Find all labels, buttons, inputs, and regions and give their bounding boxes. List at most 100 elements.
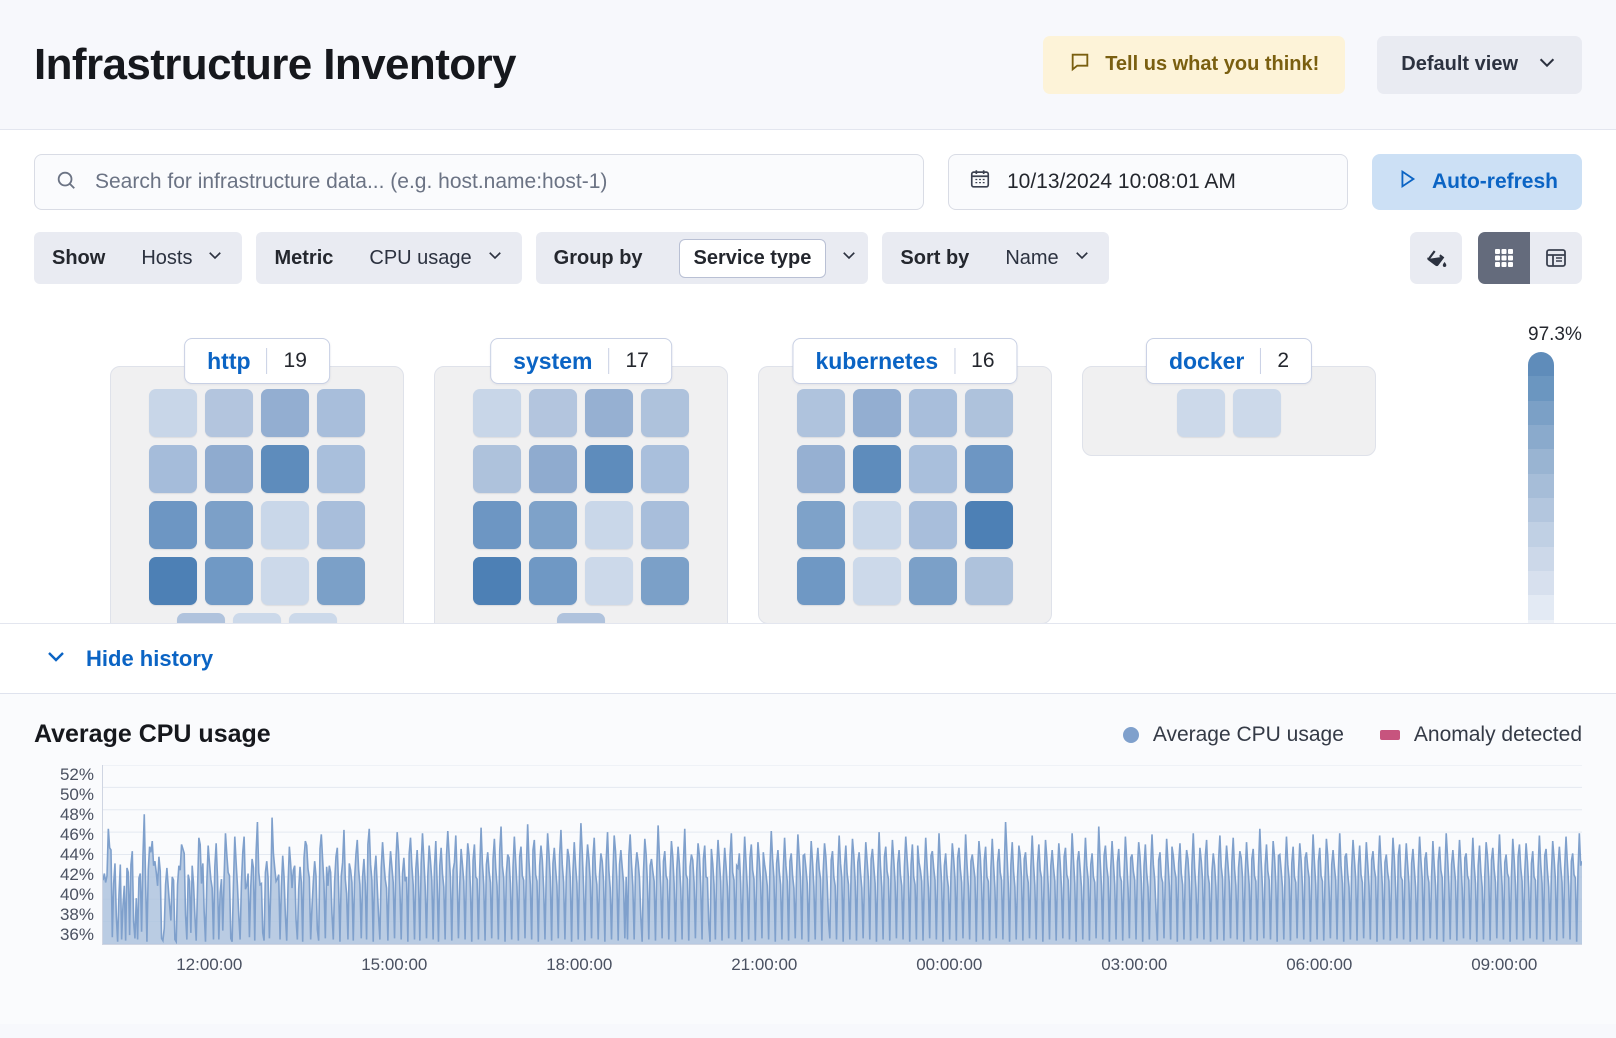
host-tile[interactable] <box>233 613 281 623</box>
search-box[interactable] <box>34 154 924 210</box>
date-picker[interactable]: 10/13/2024 10:08:01 AM <box>947 154 1348 210</box>
host-tile[interactable] <box>205 445 253 493</box>
host-tile[interactable] <box>641 557 689 605</box>
host-tile[interactable] <box>641 501 689 549</box>
host-tile[interactable] <box>1233 389 1281 437</box>
host-tile[interactable] <box>853 445 901 493</box>
calendar-icon <box>969 168 991 196</box>
default-view-button[interactable]: Default view <box>1377 35 1582 94</box>
feedback-button[interactable]: Tell us what you think! <box>1043 35 1346 94</box>
host-tile[interactable] <box>177 613 225 623</box>
host-tile[interactable] <box>529 557 577 605</box>
host-tile[interactable] <box>557 613 605 623</box>
host-tile[interactable] <box>205 557 253 605</box>
host-tile[interactable] <box>853 389 901 437</box>
host-tile[interactable] <box>965 501 1013 549</box>
control-show-value[interactable]: Hosts <box>123 232 243 284</box>
host-tile[interactable] <box>641 389 689 437</box>
group-name-link[interactable]: docker <box>1168 347 1245 374</box>
feedback-label: Tell us what you think! <box>1105 53 1320 75</box>
host-tile[interactable] <box>797 445 845 493</box>
legend-max-label: 97.3% <box>1528 324 1582 345</box>
control-sort-by-value[interactable]: Name <box>987 232 1109 284</box>
host-tile[interactable] <box>797 557 845 605</box>
auto-refresh-button[interactable]: Auto-refresh <box>1371 154 1582 210</box>
control-sort-by: Sort by Name <box>882 232 1109 284</box>
x-tick-label: 06:00:00 <box>1286 955 1353 974</box>
host-tile[interactable] <box>909 557 957 605</box>
host-tile[interactable] <box>585 501 633 549</box>
host-tile[interactable] <box>909 501 957 549</box>
chart-line <box>103 814 1582 942</box>
toolbar-search-row: 10/13/2024 10:08:01 AM Auto-refresh <box>34 154 1582 210</box>
table-view-icon[interactable] <box>1530 232 1582 284</box>
y-tick-label: 48% <box>59 805 94 824</box>
control-metric-value[interactable]: CPU usage <box>351 232 522 284</box>
group-name-link[interactable]: http <box>207 347 251 374</box>
group-body-kubernetes <box>758 366 1052 623</box>
host-tile[interactable] <box>317 445 365 493</box>
group-badge-divider <box>1260 348 1262 374</box>
host-tile[interactable] <box>205 501 253 549</box>
history-chart-panel: Average CPU usage Average CPU usage Anom… <box>0 694 1616 1024</box>
hide-history-link[interactable]: Hide history <box>86 645 214 671</box>
host-tile[interactable] <box>529 501 577 549</box>
host-tile[interactable] <box>261 501 309 549</box>
paint-bucket-icon[interactable] <box>1410 232 1462 284</box>
host-tile[interactable] <box>965 389 1013 437</box>
host-tile[interactable] <box>261 445 309 493</box>
host-tile[interactable] <box>317 389 365 437</box>
group-name-link[interactable]: system <box>513 347 593 374</box>
host-tile[interactable] <box>797 389 845 437</box>
host-tile[interactable] <box>149 445 197 493</box>
host-tile[interactable] <box>1177 389 1225 437</box>
host-tile[interactable] <box>317 557 365 605</box>
host-tile[interactable] <box>289 613 337 623</box>
chart-header: Average CPU usage Average CPU usage Anom… <box>34 720 1582 749</box>
legend-step <box>1528 570 1554 596</box>
legend-item-anomaly[interactable]: Anomaly detected <box>1379 723 1582 747</box>
search-icon <box>55 169 77 196</box>
host-tile[interactable] <box>205 389 253 437</box>
host-tile[interactable] <box>149 557 197 605</box>
host-tile[interactable] <box>473 445 521 493</box>
host-tile[interactable] <box>585 557 633 605</box>
x-tick-label: 12:00:00 <box>176 955 243 974</box>
y-tick-label: 52% <box>59 765 94 784</box>
host-tile[interactable] <box>149 501 197 549</box>
host-tile[interactable] <box>473 501 521 549</box>
host-tile[interactable] <box>149 389 197 437</box>
host-tile[interactable] <box>585 389 633 437</box>
host-tile[interactable] <box>965 445 1013 493</box>
host-tile[interactable] <box>473 557 521 605</box>
host-tile[interactable] <box>797 501 845 549</box>
search-input[interactable] <box>93 169 903 195</box>
host-tile[interactable] <box>853 557 901 605</box>
host-tile[interactable] <box>473 389 521 437</box>
host-tile[interactable] <box>317 501 365 549</box>
toolbar-controls-row: Show Hosts Metric CPU usage Group by Ser… <box>34 232 1582 306</box>
chart-svg <box>103 765 1582 944</box>
grid-view-icon[interactable] <box>1478 232 1530 284</box>
legend-step <box>1528 522 1554 547</box>
legend-item-average-cpu[interactable]: Average CPU usage <box>1122 723 1344 747</box>
group-badge-divider <box>954 348 956 374</box>
chevron-down-icon <box>1073 246 1091 270</box>
host-tile[interactable] <box>641 445 689 493</box>
host-tile[interactable] <box>909 445 957 493</box>
host-tile[interactable] <box>909 389 957 437</box>
control-group-by-value[interactable]: Service type <box>660 232 869 284</box>
host-tile[interactable] <box>585 445 633 493</box>
host-tile[interactable] <box>529 445 577 493</box>
host-tile[interactable] <box>261 557 309 605</box>
x-tick-label: 18:00:00 <box>546 955 613 974</box>
host-tile[interactable] <box>529 389 577 437</box>
host-tile[interactable] <box>261 389 309 437</box>
group-name-link[interactable]: kubernetes <box>815 347 939 374</box>
chart-plot-area[interactable] <box>102 765 1582 945</box>
host-tile[interactable] <box>965 557 1013 605</box>
host-tile[interactable] <box>853 501 901 549</box>
legend-gradient-bar[interactable] <box>1528 352 1554 623</box>
